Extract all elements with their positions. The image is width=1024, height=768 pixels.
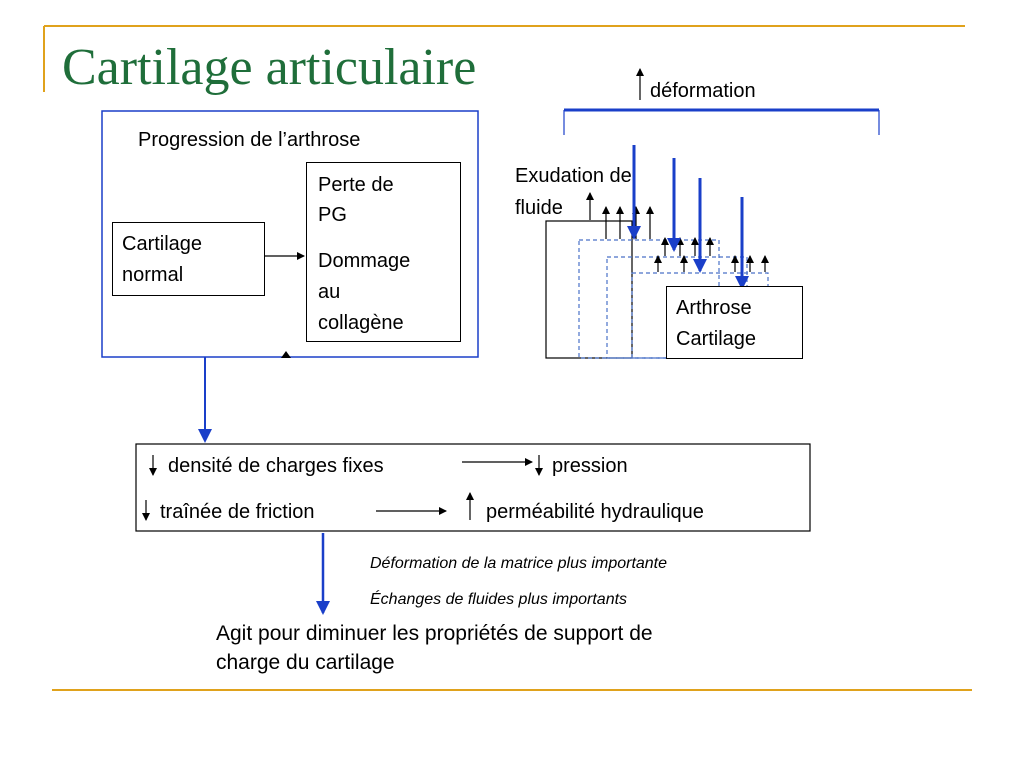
note-matrix-deformation: Déformation de la matrice plus important… [370,555,668,572]
exudation-label-line2: fluide [515,197,563,219]
pressure-text: pression [552,455,628,477]
hydraulic-permeability-text: perméabilité hydraulique [486,501,704,523]
conclusion-line1: Agit pour diminuer les propriétés de sup… [216,622,653,645]
damage-box [306,162,461,342]
conclusion-line2: charge du cartilage [216,651,395,674]
conclusion-text: Agit pour diminuer les propriétés de sup… [216,621,776,675]
arthrose-label-line2: Cartilage [676,328,757,350]
effects-frame [135,443,811,532]
collagen-damage-line3: collagène [318,312,404,334]
note-fluid-exchange: Échanges de fluides plus importants [370,591,628,608]
frame-caret [281,351,291,358]
fixed-charge-density-text: densité de charges fixes [168,455,384,477]
normal-cartilage-box [112,222,265,296]
normal-cartilage-line1: Cartilage [122,233,203,255]
deformation-label: déformation [650,80,756,102]
cartilage-layer-1 [545,220,633,359]
pg-loss-line1: Perte de [318,174,394,196]
arthrose-label-line1: Arthrose [676,297,752,319]
pg-loss-line2: PG [318,204,347,226]
exudation-label-line1: Exudation de [515,165,632,187]
page-title: Cartilage articulaire [62,39,477,96]
normal-cartilage-line2: normal [122,264,184,286]
collagen-damage-line1: Dommage [318,250,411,272]
arthrose-cartilage-box [666,286,803,359]
friction-drag-text: traînée de friction [160,501,315,523]
collagen-damage-line2: au [318,281,341,303]
progression-heading: Progression de l’arthrose [138,129,361,151]
